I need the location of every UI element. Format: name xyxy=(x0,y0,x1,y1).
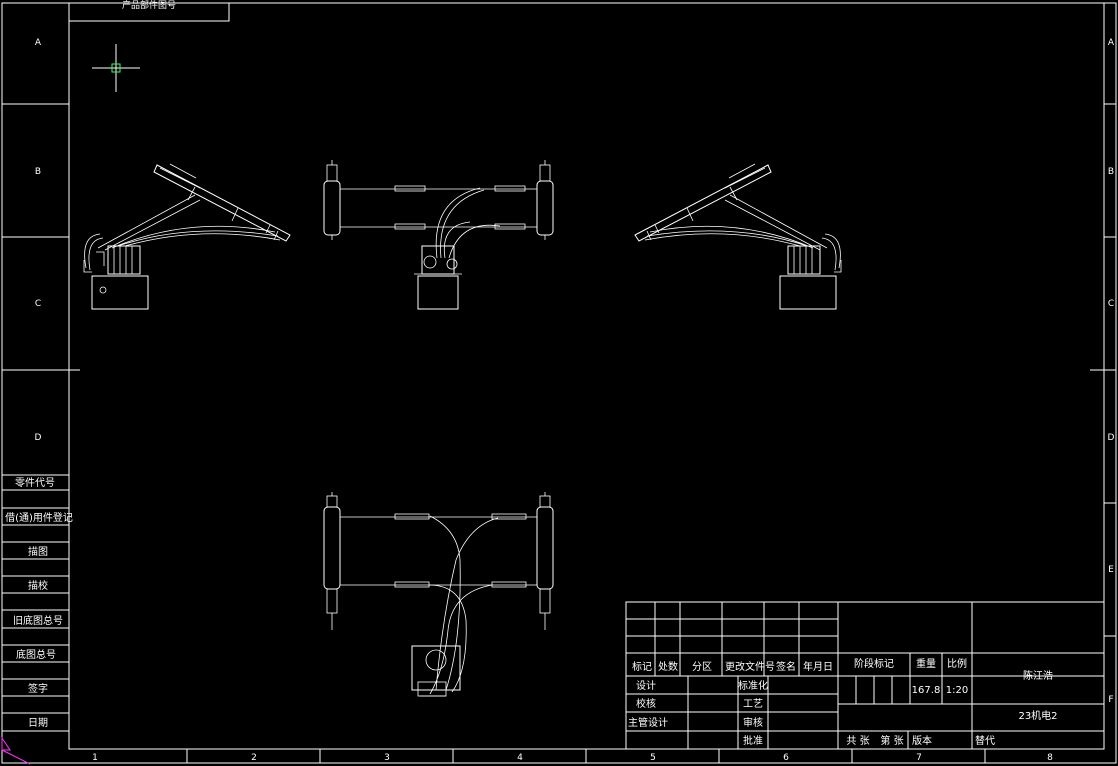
svg-text:7: 7 xyxy=(916,753,922,763)
side-row-trace-check: 描校 xyxy=(28,579,48,592)
view-left-side[interactable] xyxy=(83,163,291,310)
svg-text:B: B xyxy=(35,167,41,177)
side-row-old-base: 旧底图总号 xyxy=(13,614,63,627)
tb-check: 校核 xyxy=(636,697,656,710)
tb-sheet-total: 共 张 xyxy=(846,735,869,747)
svg-text:E: E xyxy=(1108,565,1114,575)
svg-text:1: 1 xyxy=(92,753,98,763)
tb-chief: 主管设计 xyxy=(628,716,668,729)
tb-scale: 比例 xyxy=(947,657,967,670)
zone-labels-left: A B C D xyxy=(35,38,42,443)
tb-count: 处数 xyxy=(658,660,678,673)
side-row-borrowed: 借(通)用件登记 xyxy=(5,511,73,524)
tb-approve: 批准 xyxy=(743,734,763,747)
tb-version: 版本 xyxy=(912,734,932,747)
zone-labels-bottom: 1 2 3 4 5 6 7 8 xyxy=(92,753,1053,763)
svg-text:3: 3 xyxy=(384,753,390,763)
tb-zone: 分区 xyxy=(692,661,712,673)
tb-process: 工艺 xyxy=(743,698,763,710)
tb-replace: 替代 xyxy=(975,734,995,747)
svg-text:8: 8 xyxy=(1047,753,1053,763)
svg-text:A: A xyxy=(1108,38,1115,48)
tb-mark: 标记 xyxy=(632,661,652,673)
ucs-corner-icon xyxy=(1,736,31,765)
svg-text:D: D xyxy=(35,433,42,443)
tb-design: 设计 xyxy=(636,679,656,692)
tb-review: 审核 xyxy=(743,716,763,729)
tb-change-doc: 更改文件号 xyxy=(725,660,775,673)
tb-stage-mark: 阶段标记 xyxy=(854,657,894,670)
zone-labels-right: A B C D E F xyxy=(1108,38,1115,705)
crosshair-cursor-icon xyxy=(92,44,140,92)
tb-standard: 标准化 xyxy=(738,679,768,692)
svg-text:C: C xyxy=(1108,299,1114,309)
tb-scale-value: 1:20 xyxy=(946,685,968,696)
tb-signature: 签名 xyxy=(776,660,796,673)
tb-sheet-no: 第 张 xyxy=(880,734,903,747)
view-top-bottom[interactable] xyxy=(323,492,554,697)
top-tab: 产品部件图号 xyxy=(68,0,230,22)
tb-drawing-no: 23机电2 xyxy=(1018,709,1057,722)
side-row-base: 底图总号 xyxy=(16,648,56,661)
svg-text:D: D xyxy=(1108,433,1115,443)
svg-text:2: 2 xyxy=(251,753,257,763)
svg-text:4: 4 xyxy=(517,753,523,763)
side-row-part-code: 零件代号 xyxy=(15,477,55,489)
tb-weight: 重量 xyxy=(916,657,936,670)
svg-text:B: B xyxy=(1108,167,1114,177)
view-front-top[interactable] xyxy=(323,160,554,310)
top-tab-label: 产品部件图号 xyxy=(122,0,176,11)
svg-text:5: 5 xyxy=(650,753,656,763)
svg-text:A: A xyxy=(35,38,42,48)
side-row-sign: 签字 xyxy=(28,682,48,695)
tb-company: 陈江浩 xyxy=(1023,669,1053,682)
tb-date: 年月日 xyxy=(803,660,833,673)
svg-text:F: F xyxy=(1108,695,1113,705)
tb-weight-value: 167.8 xyxy=(912,685,941,696)
svg-text:6: 6 xyxy=(783,753,789,763)
side-row-trace: 描图 xyxy=(28,545,48,558)
view-right-side[interactable] xyxy=(634,163,842,310)
side-table: 零件代号 借(通)用件登记 描图 描校 旧底图总号 底图总号 签字 日期 xyxy=(2,474,73,732)
side-row-date: 日期 xyxy=(28,717,48,729)
title-block: 标记 处数 分区 更改文件号 签名 年月日 阶段标记 重量 比例 设计 校核 主… xyxy=(625,601,1105,750)
svg-text:C: C xyxy=(35,299,41,309)
